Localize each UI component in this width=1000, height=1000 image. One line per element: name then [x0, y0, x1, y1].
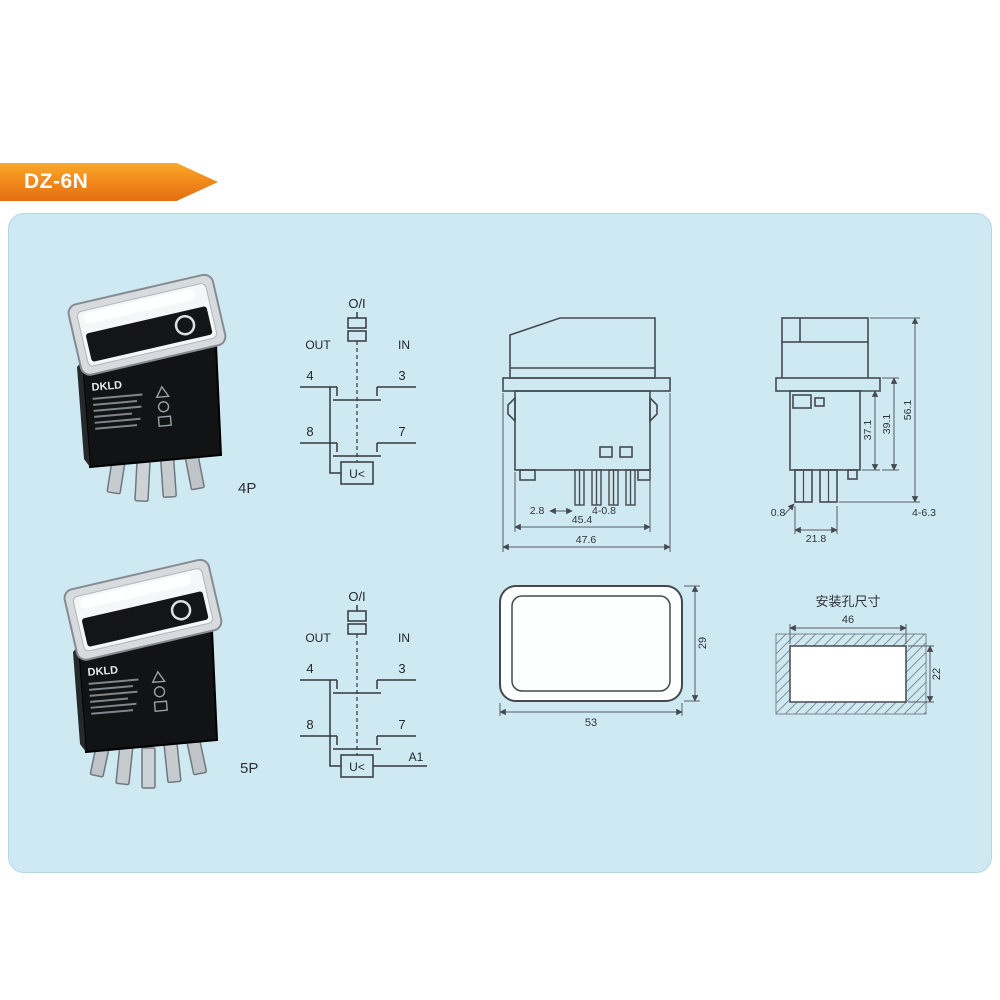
terminal-7: 7	[398, 424, 405, 439]
circuit-lines-5p	[300, 605, 427, 778]
front-outline	[502, 317, 671, 481]
spec-label-4p: DKLD	[91, 379, 172, 430]
power-symbol-label: O/I	[348, 589, 365, 604]
dim-body-height: 37.1	[862, 420, 874, 441]
dim-hole-width: 46	[842, 614, 854, 626]
terminal-4: 4	[306, 368, 313, 383]
front-dim-labels: 2.8 4-0.8 45.4 47.6	[530, 505, 616, 546]
cutout-inner-ring	[511, 595, 671, 692]
dim-terminal-spec: 4-6.3	[912, 507, 936, 519]
terminal-3: 3	[398, 368, 405, 383]
circuit-lines-4p	[300, 312, 416, 485]
dim-cutout-width: 53	[585, 717, 597, 729]
clear-cover-5p	[63, 558, 223, 661]
dim-pin-spec: 4-0.8	[592, 505, 616, 517]
dim-pin-span: 21.8	[806, 533, 827, 545]
relay-label: U<	[349, 467, 365, 481]
switch-photo-5p: DKLD	[63, 558, 223, 789]
mounting-hole-rect	[789, 645, 907, 703]
circuit-labels-5p: O/I OUT IN 4 3 8 7 A1 U<	[305, 589, 423, 774]
rocker-ring-icon	[170, 599, 192, 621]
cutout-dimension-lines	[499, 585, 700, 716]
side-view-drawing: 37.1 39.1 56.1 0.8 21.8 4-6.3	[771, 317, 936, 545]
terminal-4: 4	[306, 661, 313, 676]
dim-cutout-height: 29	[697, 637, 709, 649]
terminal-8: 8	[306, 424, 313, 439]
out-label: OUT	[305, 338, 331, 352]
model-ribbon: DZ-6N	[0, 163, 218, 201]
terminal-a1: A1	[409, 750, 424, 764]
terminal-8: 8	[306, 717, 313, 732]
dim-hole-height: 22	[931, 668, 943, 680]
variant-label-4p: 4P	[238, 480, 257, 497]
terminal-7: 7	[398, 717, 405, 732]
side-dim-labels: 37.1 39.1 56.1 0.8 21.8 4-6.3	[771, 400, 936, 545]
panel-cutout-drawing: 29 53	[499, 585, 709, 729]
dim-mid-height: 39.1	[881, 414, 893, 435]
model-name: DZ-6N	[24, 170, 89, 193]
clear-cover-4p	[67, 273, 227, 376]
dim-flange-width: 47.6	[576, 534, 597, 546]
cert-marks-icon	[151, 670, 168, 712]
in-label: IN	[398, 338, 410, 352]
cutout-outer-ring	[499, 585, 683, 702]
undervoltage-coil-box	[340, 461, 374, 485]
mounting-dimension-lines	[789, 624, 934, 703]
brand-text: DKLD	[91, 379, 123, 394]
rocker-ring-icon	[174, 314, 196, 336]
circuit-diagram-5p: O/I OUT IN 4 3 8 7 A1 U<	[300, 589, 427, 778]
brand-text: DKLD	[87, 664, 119, 679]
mounting-title: 安装孔尺寸	[815, 594, 880, 609]
out-label: OUT	[305, 631, 331, 645]
dim-body-width: 45.4	[572, 514, 593, 526]
fine-print-lines	[92, 393, 143, 430]
terminal-pins-5p	[89, 736, 208, 789]
in-label: IN	[398, 631, 410, 645]
terminal-3: 3	[398, 661, 405, 676]
dim-pin-thickness: 0.8	[771, 507, 786, 519]
variant-label-5p: 5P	[240, 760, 259, 777]
front-dimension-lines	[502, 393, 671, 552]
front-view-drawing: 2.8 4-0.8 45.4 47.6	[502, 317, 671, 552]
side-outline	[775, 317, 881, 503]
circuit-labels-4p: O/I OUT IN 4 3 8 7 U<	[305, 296, 410, 481]
side-dimension-lines	[783, 317, 920, 534]
spec-label-5p: DKLD	[87, 664, 168, 715]
cert-marks-icon	[155, 385, 172, 427]
circuit-diagram-4p: O/I OUT IN 4 3 8 7 U<	[300, 296, 416, 485]
switch-photo-4p: DKLD	[67, 273, 227, 503]
dim-total-height: 56.1	[902, 400, 914, 421]
mounting-hole-drawing: 安装孔尺寸 46 22	[775, 594, 943, 715]
dim-pin-offset: 2.8	[530, 505, 545, 517]
front-pins	[574, 469, 636, 506]
power-symbol-label: O/I	[348, 296, 365, 311]
fine-print-lines	[88, 678, 139, 715]
relay-label: U<	[349, 760, 365, 774]
